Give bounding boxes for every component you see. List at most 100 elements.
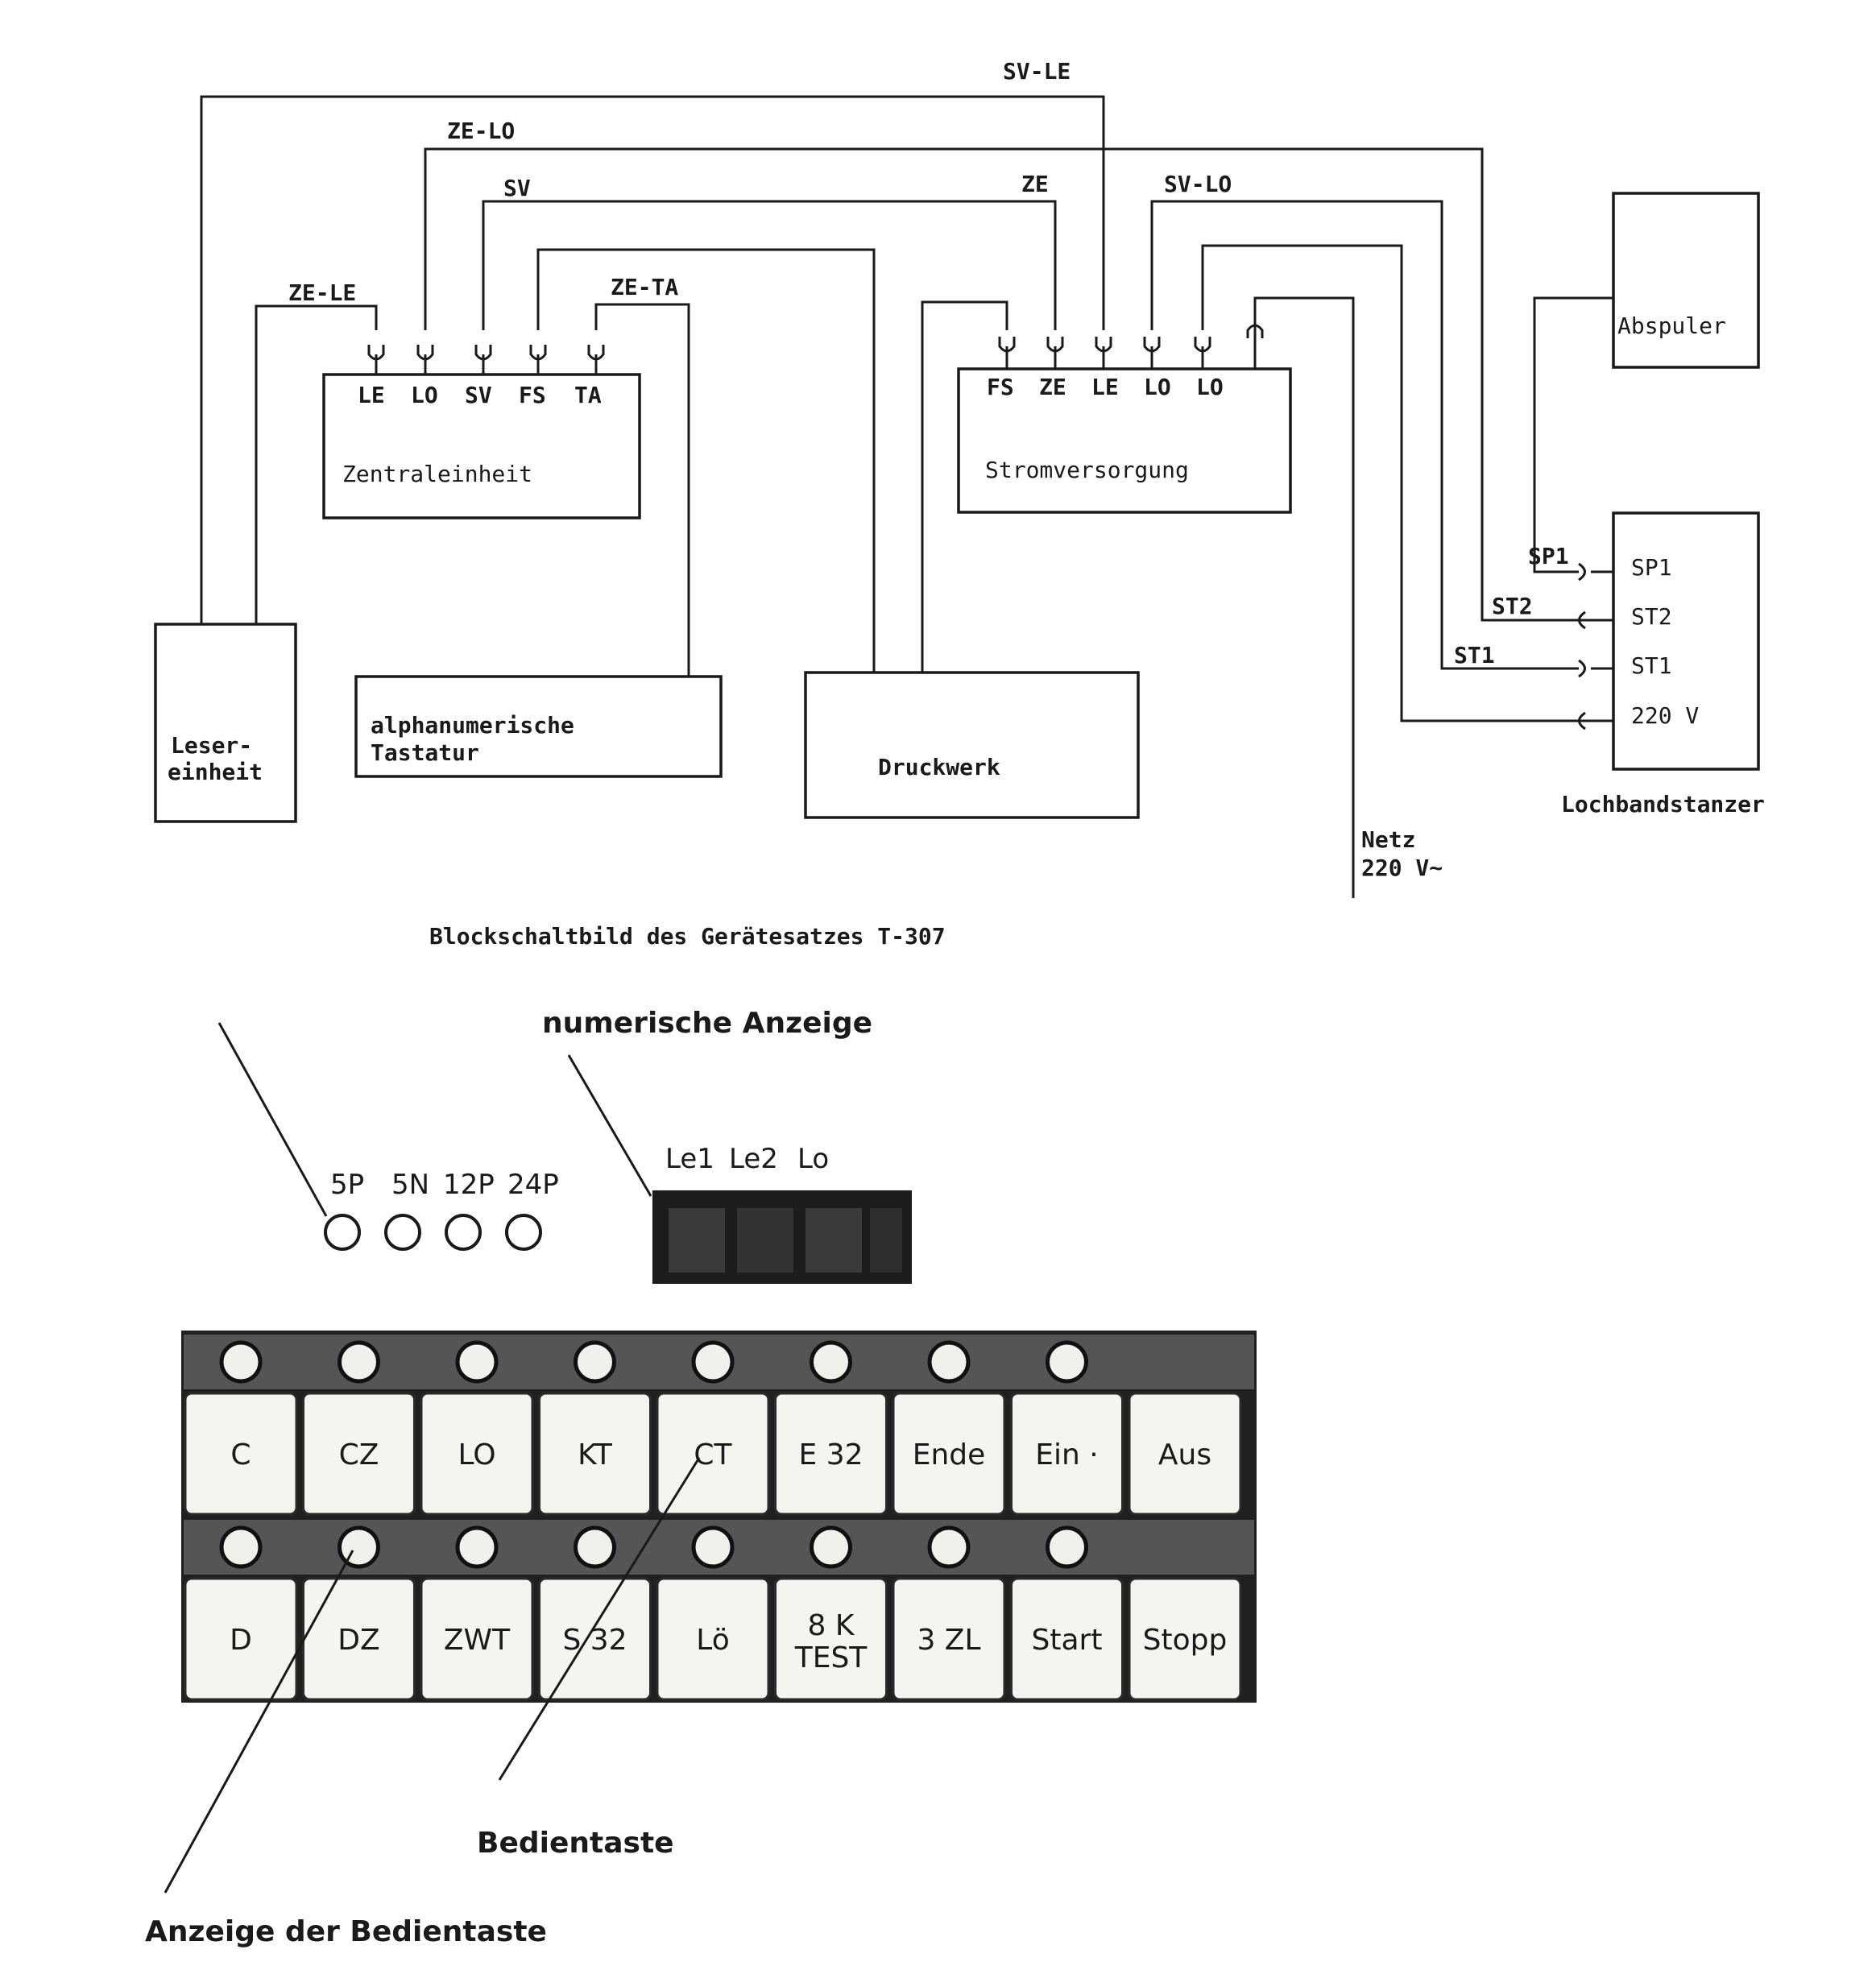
cable-druckwerk-fs [921,300,1008,677]
indicator-lamp-icon [455,1340,499,1384]
indicator-lamp-icon [927,1525,971,1569]
cable-sp1 [1533,296,1631,573]
port-label: FS [987,374,1014,400]
port-label: FS [519,382,546,408]
cable-label: ZE-TA [611,274,678,300]
plug-icon [529,345,547,375]
key-label: LO [458,1438,495,1471]
port-label: LE [1091,374,1119,400]
cable-label: ZE-LE [288,279,356,306]
led-label: 5N [391,1169,429,1201]
plug-icon [474,345,492,375]
key-stopp[interactable]: Stopp [1128,1577,1242,1701]
mains-label: 220 V~ [1361,855,1443,881]
key-ein[interactable]: Ein · [1010,1392,1124,1516]
led-12p-icon [445,1214,482,1251]
key-label: ZWT [444,1624,511,1657]
key-sublabel: TEST [794,1641,868,1674]
abspuler-box: Abspuler [1612,192,1760,369]
led-5p-icon [324,1214,361,1251]
port-label: TA [574,382,602,408]
key-label: Ein · [1035,1438,1098,1471]
key-label: D [230,1624,252,1657]
key-s-32[interactable]: S 32 [538,1577,652,1701]
callout-line [164,1550,354,1894]
callout-line [498,1457,701,1781]
indicator-lamp-icon [810,1525,852,1569]
port-label: LO [1196,374,1224,400]
callout-anzeige: Anzeige der Bedientaste [145,1915,547,1948]
cable-label: ST2 [1492,593,1533,619]
plug-icon [1095,337,1112,369]
cable-label: ZE [1021,171,1049,197]
display-column-label: Lo [797,1143,829,1175]
key-kt[interactable]: KT [538,1392,652,1516]
key-label: DZ [338,1624,379,1657]
display-column-label: Le2 [729,1143,778,1175]
key-e-32[interactable]: E 32 [774,1392,888,1516]
key-c[interactable]: C [184,1392,298,1516]
key-cz[interactable]: CZ [302,1392,416,1516]
key-label: S 32 [562,1624,627,1657]
key-label: Ende [913,1438,986,1471]
cable-label: SP1 [1528,543,1569,569]
indicator-lamp-icon [338,1525,380,1569]
indicator-lamp-icon [927,1340,971,1384]
port-label: SV [465,382,492,408]
lesereinheit-box: Leser- einheit [154,623,297,823]
key-zwt[interactable]: ZWT [420,1577,534,1701]
led-label: 5P [330,1169,364,1201]
key-l[interactable]: Lö [656,1577,770,1701]
key-label: C [230,1438,251,1471]
key-aus[interactable]: Aus [1128,1392,1242,1516]
port-label: 220 V [1631,702,1699,729]
key-ct[interactable]: CT [656,1392,770,1516]
key-label: CT [694,1438,732,1471]
key-lo[interactable]: LO [420,1392,534,1516]
cable-label: SV-LO [1164,171,1232,197]
wiring [200,95,1631,898]
port-label: ZE [1039,374,1066,400]
indicator-lamp-icon [455,1525,499,1569]
port-label: LO [1144,374,1171,400]
led-label: 24P [507,1169,559,1201]
key-dz[interactable]: DZ [302,1577,416,1701]
indicator-lamp-icon [574,1340,616,1384]
zentraleinheit-plugs [367,345,605,375]
key-label: Aus [1158,1438,1211,1471]
cable-label: SV [503,175,531,201]
indicator-lamp-icon [219,1525,263,1569]
cable-sv-lo [1150,200,1579,670]
indicator-lamp-icon [810,1340,852,1384]
plug-icon [1578,610,1615,630]
key-label: CZ [339,1438,379,1471]
stromversorgung-plugs [998,324,1264,369]
tastatur-box: alphanumerische Tastatur [354,675,723,778]
key-ende[interactable]: Ende [892,1392,1006,1516]
key-3-zl[interactable]: 3 ZL [892,1577,1006,1701]
unit-title: Tastatur [371,739,479,766]
unit-title: Zentraleinheit [342,461,532,487]
display-column-label: Le1 [665,1143,714,1175]
unit-title: einheit [168,759,263,785]
zentraleinheit-box: LE LO SV FS TA Zentraleinheit [322,373,641,519]
unit-title: Druckwerk [878,754,1000,780]
stromversorgung-box: FS ZE LE LO LO Stromversorgung [957,367,1292,514]
callout-line [567,1054,652,1197]
key-start[interactable]: Start [1010,1577,1124,1701]
port-label: LO [411,382,438,408]
cable-ze-ta [594,303,690,677]
plug-icon [1578,711,1615,731]
plug-icon [1046,337,1064,369]
led-24p-icon [505,1214,542,1251]
key-d[interactable]: D [184,1577,298,1701]
unit-title: Leser- [171,732,252,759]
cable-sv-le [200,95,1105,624]
unit-title: Stromversorgung [985,457,1189,483]
port-label: ST2 [1631,603,1672,630]
diagram-caption: Blockschaltbild des Gerätesatzes T-307 [429,923,946,950]
druckwerk-box: Druckwerk [804,671,1140,819]
cable-label: ZE-LO [447,118,515,144]
